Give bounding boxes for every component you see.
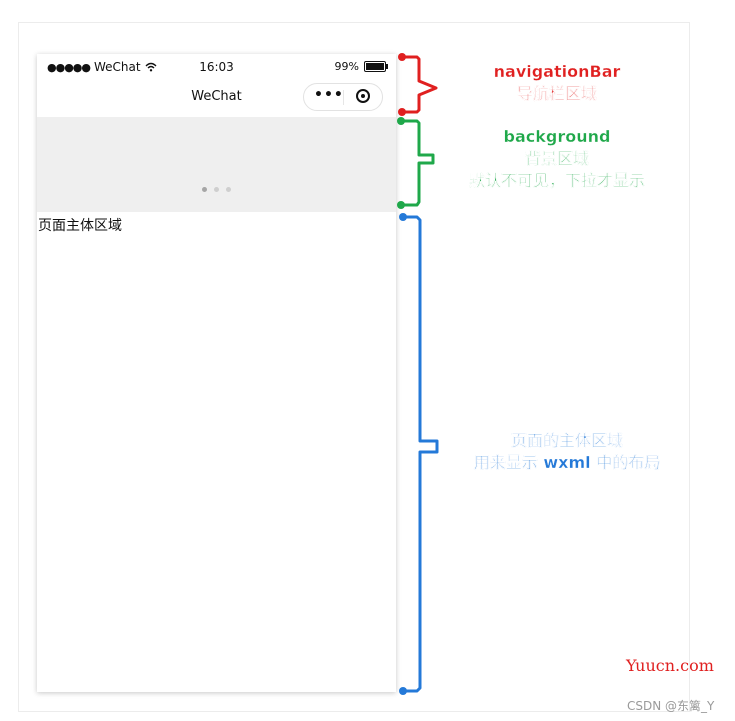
main-bracket-dot: [399, 687, 407, 695]
nav-bracket-dot: [398, 108, 406, 116]
page-body-text: 页面主体区域: [38, 218, 122, 234]
wifi-icon: [145, 62, 157, 72]
annotation-line: 页面的主体区域: [510, 431, 623, 450]
loading-dot: [226, 187, 231, 192]
annotation-line: 导航栏区域: [516, 84, 597, 103]
menu-capsule: •••: [303, 83, 383, 111]
loading-dots: [202, 187, 231, 192]
carrier-label: WeChat: [94, 60, 141, 74]
background-annotation: background 背景区域 默认不可见，下拉才显示: [447, 126, 667, 192]
annotation-line: 默认不可见，下拉才显示: [468, 171, 645, 190]
main-bracket: [403, 215, 439, 693]
annotation-line: 背景区域: [524, 149, 589, 168]
battery-icon: [364, 61, 388, 72]
battery-percent: 99%: [334, 60, 359, 73]
more-dots-icon[interactable]: •••: [314, 87, 344, 103]
status-left: ●●●●● WeChat: [47, 60, 157, 74]
background-bracket-dot: [397, 117, 405, 125]
loading-dot: [202, 187, 207, 192]
status-bar: ●●●●● WeChat 16:03 99%: [37, 54, 396, 80]
nav-bracket-dot: [398, 53, 406, 61]
battery-fill: [366, 63, 384, 70]
main-annotation: 页面的主体区域 用来显示 wxml 中的布局: [452, 430, 682, 474]
csdn-watermark: CSDN @东篱_Y: [627, 699, 715, 713]
close-circle-icon[interactable]: [356, 89, 370, 103]
annotation-line: navigationBar: [493, 62, 621, 81]
site-watermark: Yuucn.com: [626, 656, 714, 675]
nav-bracket: [402, 55, 438, 114]
background-bracket: [401, 119, 435, 207]
status-time: 16:03: [199, 60, 234, 74]
phone-mockup: ●●●●● WeChat 16:03 99% WeChat ••• 页面主体区域: [37, 54, 396, 692]
main-bracket-dot: [399, 213, 407, 221]
annotation-line: 用来显示 wxml 中的布局: [473, 453, 661, 472]
signal-icon: ●●●●●: [47, 60, 91, 74]
nav-title: WeChat: [191, 89, 242, 104]
loading-dot: [214, 187, 219, 192]
background-bracket-dot: [397, 201, 405, 209]
annotation-line: background: [503, 127, 611, 146]
status-right: 99%: [334, 60, 388, 73]
navigation-annotation: navigationBar 导航栏区域: [482, 61, 632, 105]
capsule-divider: [343, 90, 344, 105]
background-area: [37, 117, 396, 212]
